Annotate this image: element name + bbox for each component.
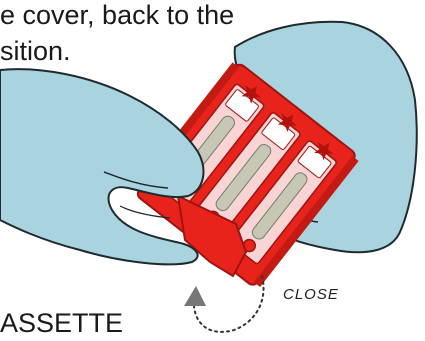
- left-glove-hand: [0, 69, 203, 264]
- close-label: CLOSE: [283, 286, 339, 303]
